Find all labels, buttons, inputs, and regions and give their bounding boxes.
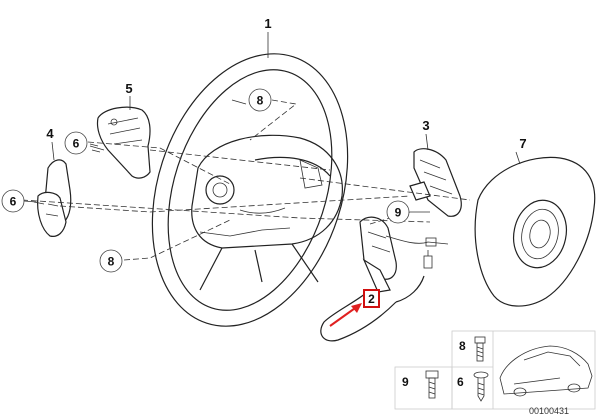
callout-4-paddle: 4 [46,126,54,141]
callout-6-upper: 6 [64,131,88,155]
hardware-box [394,330,596,410]
callout-7-airbag: 7 [519,136,526,151]
callout-8-lower: 8 [99,249,123,273]
callout-9-text: 9 [395,206,402,220]
callout-8-upper: 8 [248,88,272,112]
leader-lines [23,32,521,213]
callout-5-bracket: 5 [125,81,132,96]
steering-wheel-rim [151,53,349,327]
switch-right-part [409,148,462,217]
car-silhouette-icon [499,345,593,397]
diagram-reference-number: 00100431 [529,406,569,416]
bolt-8-icon [474,336,486,362]
paddle-left-part [37,159,72,237]
callout-6a-text: 6 [73,137,80,151]
hardware-9-label: 9 [402,375,409,389]
hardware-8-label: 8 [459,339,466,353]
screw-6-icon [473,371,489,402]
callout-2-text: 2 [368,292,375,306]
callout-2-highlight: 2 [329,289,380,327]
switch-cable-part [320,216,449,342]
assembly-lines [21,99,471,261]
callout-6-lower: 6 [1,189,25,213]
hardware-6-label: 6 [457,375,464,389]
red-arrow-icon [351,303,362,313]
callout-8a-text: 8 [257,94,264,108]
screw-9-icon [425,370,439,399]
bracket-part [96,106,151,179]
airbag-part [474,156,596,307]
callout-6b-text: 6 [10,195,17,209]
callout-3-switch: 3 [422,118,429,133]
callout-9-connector: 9 [386,200,410,224]
callout-1-steering-wheel: 1 [264,16,271,31]
callout-8b-text: 8 [108,255,115,269]
